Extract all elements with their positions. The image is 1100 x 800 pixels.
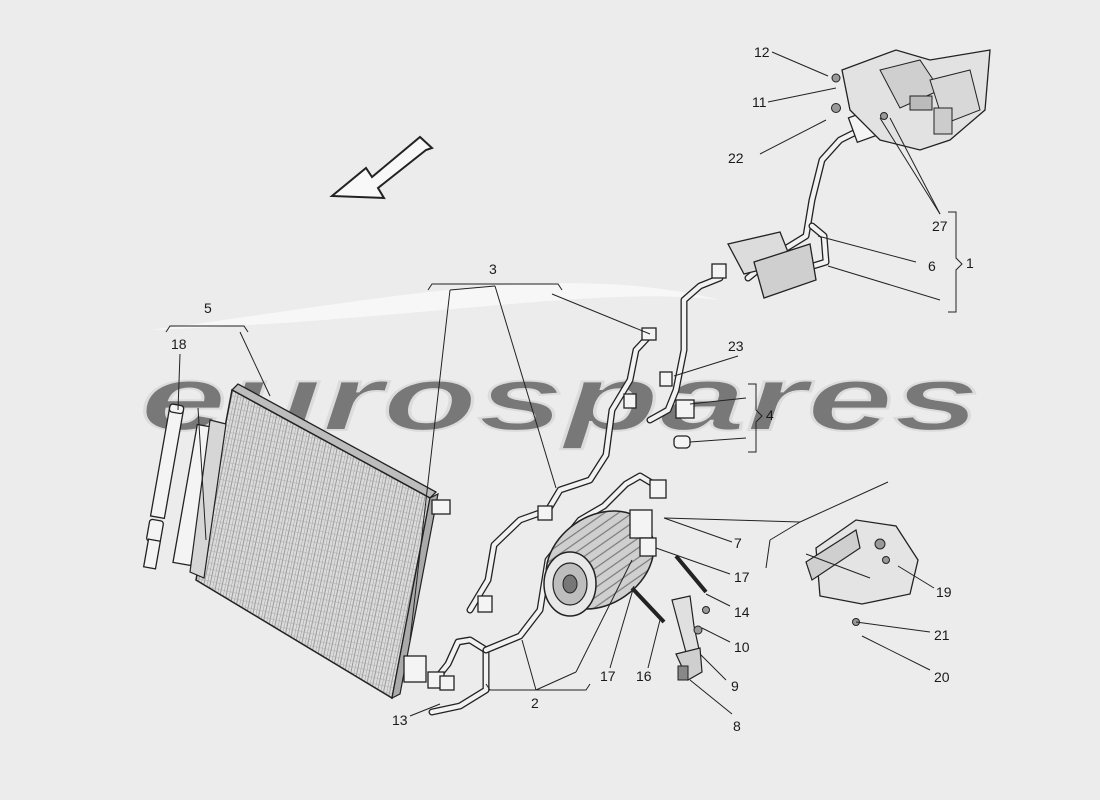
callout-17-lower: 17 bbox=[600, 668, 616, 684]
direction-arrow-icon bbox=[329, 135, 434, 200]
callout-7: 7 bbox=[734, 535, 742, 551]
callout-13: 13 bbox=[392, 712, 408, 728]
pipe-assembly-1 bbox=[646, 106, 887, 424]
callout-20: 20 bbox=[934, 669, 950, 685]
callout-10: 10 bbox=[734, 639, 750, 655]
callout-27: 27 bbox=[932, 218, 948, 234]
callout-8: 8 bbox=[733, 718, 741, 734]
callout-12: 12 bbox=[754, 44, 770, 60]
watermark-text: eurospares bbox=[140, 348, 980, 450]
seal-rings bbox=[659, 371, 695, 449]
callout-11: 11 bbox=[752, 94, 767, 110]
callout-labels: 12 11 22 27 6 1 3 5 18 23 4 7 17 14 10 9… bbox=[171, 44, 974, 734]
callout-22: 22 bbox=[728, 150, 744, 166]
callout-2: 2 bbox=[531, 695, 539, 711]
callout-9: 9 bbox=[731, 678, 739, 694]
callout-6: 6 bbox=[928, 258, 936, 274]
callout-1: 1 bbox=[966, 255, 974, 271]
callout-5: 5 bbox=[204, 300, 212, 316]
condenser bbox=[189, 383, 451, 700]
callout-3: 3 bbox=[489, 261, 497, 277]
leader-lines bbox=[165, 51, 963, 717]
watermark-logo: eurospares bbox=[139, 283, 981, 451]
callout-17-upper: 17 bbox=[734, 569, 750, 585]
callout-19: 19 bbox=[936, 584, 952, 600]
callout-18: 18 bbox=[171, 336, 187, 352]
callout-14: 14 bbox=[734, 604, 750, 620]
ac-compressor bbox=[543, 509, 657, 617]
callout-16: 16 bbox=[636, 668, 652, 684]
callout-4: 4 bbox=[766, 407, 774, 423]
pipe-assembly-3 bbox=[466, 327, 657, 614]
heat-shield bbox=[805, 519, 919, 626]
callout-21: 21 bbox=[934, 627, 950, 643]
evaporator-unit bbox=[831, 49, 991, 151]
callout-23: 23 bbox=[728, 338, 744, 354]
